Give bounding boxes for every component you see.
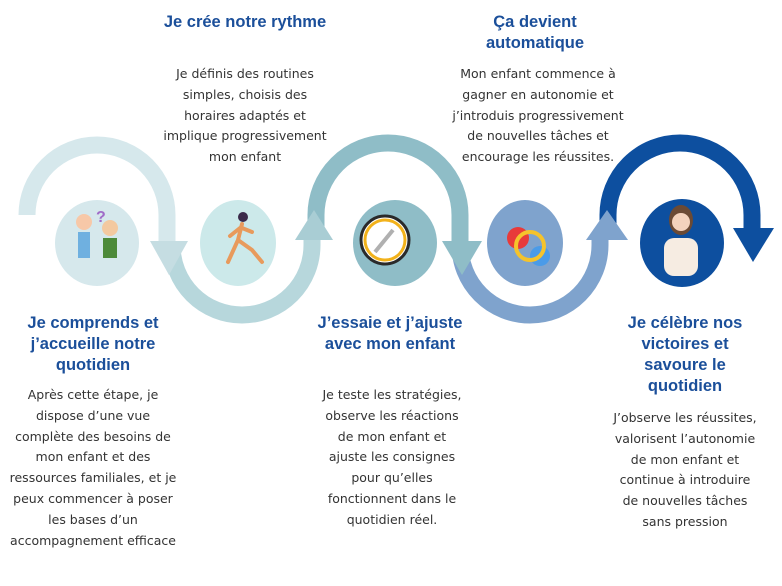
arc-step-5	[599, 134, 761, 240]
step-2-text: Je définis des routines simples, choisis…	[163, 66, 327, 165]
arc-step-2	[163, 240, 321, 324]
step-5-title: Je célèbre nos victoires et savoure le q…	[627, 314, 743, 395]
step-1-circle	[55, 200, 139, 286]
arrowhead-3	[442, 241, 482, 275]
calm-woman-icon	[664, 205, 698, 276]
step-3-text: Je teste les stratégies, observe les réa…	[322, 387, 462, 527]
arc-step-1	[18, 136, 176, 245]
running-woman-icon	[226, 212, 264, 264]
arrowhead-5	[733, 228, 774, 262]
step-5-text: J’observe les réussites, valorisent l’au…	[613, 410, 757, 529]
step-4-title: Ça devient automatique	[485, 13, 585, 52]
gears-cycle-icon	[507, 227, 550, 266]
step-4-text: Mon enfant commence à gagner en autonomi…	[452, 66, 624, 165]
wrench-icon	[359, 214, 411, 266]
arc-step-3	[307, 134, 469, 245]
svg-text:?: ?	[96, 209, 106, 226]
arc-step-4	[451, 240, 609, 324]
arrowhead-4	[586, 210, 628, 240]
step-1-title: Je comprends et j’accueille notre quotid…	[27, 314, 159, 374]
arrowhead-2	[295, 210, 333, 240]
arrowhead-1	[150, 241, 188, 275]
step-2-title: Je crée notre rythme	[163, 13, 327, 31]
step-3-title: J’essaie et j’ajuste avec mon enfant	[317, 314, 463, 353]
step-1-text: Après cette étape, je dispose d’une vue …	[9, 387, 177, 548]
confused-people-icon: ?	[76, 209, 118, 258]
